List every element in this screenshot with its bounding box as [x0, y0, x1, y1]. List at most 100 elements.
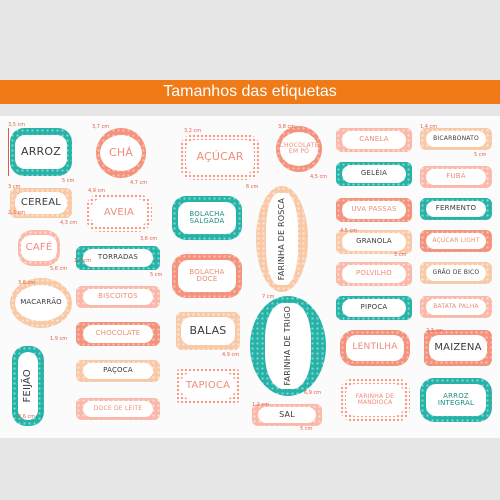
label-text: GRANOLA: [356, 237, 392, 246]
dimension-label: 4,7 cm: [130, 180, 148, 186]
label-chocolate-em-po: CHOCOLATE EM PÓ: [276, 126, 322, 172]
dimension-label: 1,4 cm: [420, 124, 438, 130]
label-text: DOCE DE LEITE: [93, 404, 143, 412]
label-text: BICARBONATO: [433, 134, 479, 142]
label-text: AVEIA: [103, 206, 135, 218]
dimension-label: 5 cm: [62, 178, 75, 184]
dimension-label: 2,3 cm: [426, 328, 444, 334]
dimension-label: 5 cm: [394, 252, 407, 258]
dimension-label: 3,6 cm: [18, 280, 36, 286]
label-bolacha-salgada: BOLACHA SALGADA: [172, 196, 242, 240]
label-text: FARINHA DE ROSCA: [276, 197, 286, 281]
label-maizena: MAIZENA: [424, 330, 492, 366]
label-text: FEIJÃO: [21, 369, 33, 403]
dimension-label: 3,6 cm: [18, 414, 36, 420]
label-aveia: AVEIA: [86, 194, 152, 232]
label-cafe: CAFÉ: [18, 230, 60, 266]
label-text: AÇÚCAR: [196, 150, 244, 164]
label-arroz: ARROZ: [10, 128, 72, 176]
label-text: MACARRÃO: [20, 298, 62, 307]
dimension-label: 4,3 cm: [60, 220, 78, 226]
label-text: SAL: [279, 409, 295, 419]
dimension-label: 3,2 cm: [184, 128, 202, 134]
label-acucar-light: AÇÚCAR LIGHT: [420, 230, 492, 252]
label-farinha-de-trigo: FARINHA DE TRIGO: [250, 296, 326, 396]
label-doce-de-leite: DOCE DE LEITE: [76, 398, 160, 420]
dimension-label: 5 cm: [300, 426, 313, 432]
label-tapioca: TAPIOCA: [176, 368, 240, 404]
label-arroz-integral: ARROZ INTEGRAL: [420, 378, 492, 422]
dimension-label: 1,2 cm: [252, 402, 270, 408]
label-balas: BALAS: [176, 312, 240, 350]
label-feijao: FEIJÃO: [12, 346, 44, 426]
label-text: UVA PASSAS: [351, 205, 397, 214]
label-text: BALAS: [189, 324, 227, 338]
title-banner: [0, 80, 500, 104]
dimension-label: 3,8 cm: [278, 124, 296, 130]
dimension-label: 3,5 cm: [8, 122, 26, 128]
dimension-label: 7 cm: [262, 294, 275, 300]
label-geleia: GELÉIA: [336, 162, 412, 186]
label-uva-passas: UVA PASSAS: [336, 198, 412, 222]
label-text: TAPIOCA: [185, 379, 231, 391]
label-text: CHOCOLATE: [95, 329, 141, 338]
dimension-label: 6,9 cm: [304, 390, 322, 396]
label-cereal: CEREAL: [10, 188, 72, 218]
label-text: LENTILHA: [352, 342, 398, 353]
label-text: CAFÉ: [25, 241, 53, 253]
dimension-label: 4,9 cm: [88, 188, 106, 194]
label-pacoca: PAÇOCA: [76, 360, 160, 382]
label-text: FERMENTO: [435, 204, 477, 213]
dimension-label: 1,9 cm: [50, 336, 68, 342]
label-batata-palha: BATATA PALHA: [420, 296, 492, 318]
label-biscoitos: BISCOITOS: [76, 286, 160, 308]
label-granola: GRANOLA: [336, 230, 412, 254]
label-text: GRÃO DE BICO: [432, 268, 480, 276]
dimension-label: 5,6 cm: [50, 266, 68, 272]
label-text: PAÇOCA: [103, 366, 133, 375]
label-polvilho: POLVILHO: [336, 262, 412, 286]
label-text: ARROZ: [20, 145, 61, 159]
label-sal: SAL: [252, 404, 322, 426]
dimension-label: 4,5 cm: [340, 228, 358, 234]
label-bicarbonato: BICARBONATO: [420, 128, 492, 150]
label-canela: CANELA: [336, 128, 412, 152]
label-text: BISCOITOS: [98, 292, 138, 301]
label-grao-de-bico: GRÃO DE BICO: [420, 262, 492, 284]
label-text: AÇÚCAR LIGHT: [432, 236, 480, 244]
label-text: GELÉIA: [360, 169, 388, 178]
label-text: CHÁ: [108, 146, 134, 160]
dimension-label: 5 cm: [150, 272, 163, 278]
label-text: TORRADAS: [97, 253, 139, 262]
dimension-label: 2,3 cm: [8, 210, 26, 216]
label-text: CHOCOLATE EM PÓ: [279, 141, 319, 155]
label-fuba: FUBÁ: [420, 166, 492, 188]
label-torradas: TORRADAS: [76, 246, 160, 270]
label-text: CANELA: [359, 135, 389, 144]
label-lentilha: LENTILHA: [340, 330, 410, 366]
dimension-label: 4,9 cm: [222, 352, 240, 358]
dimension-label: 4,5 cm: [310, 174, 328, 180]
label-bolacha-doce: BOLACHA DOCE: [172, 254, 242, 298]
label-pipoca: PIPOCA: [336, 296, 412, 320]
page-title: Tamanhos das etiquetas: [163, 83, 337, 100]
label-text: POLVILHO: [355, 269, 392, 278]
dimension-label: 3,6 cm: [140, 236, 158, 242]
bottom-background: [0, 438, 500, 500]
label-text: PIPOCA: [360, 303, 388, 312]
label-text: CEREAL: [20, 196, 62, 208]
label-text: BATATA PALHA: [433, 302, 479, 310]
label-farinha-de-rosca: FARINHA DE ROSCA: [256, 186, 308, 292]
label-text: BOLACHA DOCE: [189, 267, 225, 283]
label-text: ARROZ INTEGRAL: [437, 391, 475, 407]
label-fermento: FERMENTO: [420, 198, 492, 220]
label-text: FARINHA DE MANDIOCA: [355, 392, 395, 406]
dimension-label: 3,7 cm: [92, 124, 110, 130]
label-farinha-de-mandioca: FARINHA DE MANDIOCA: [340, 378, 410, 422]
label-text: FUBÁ: [446, 172, 466, 181]
label-acucar: AÇÚCAR: [180, 134, 260, 180]
label-chocolate: CHOCOLATE: [76, 322, 160, 346]
dimension-label: 1,7 cm: [74, 258, 92, 264]
dimension-label: 3 cm: [8, 184, 21, 190]
label-text: FARINHA DE TRIGO: [282, 306, 292, 386]
